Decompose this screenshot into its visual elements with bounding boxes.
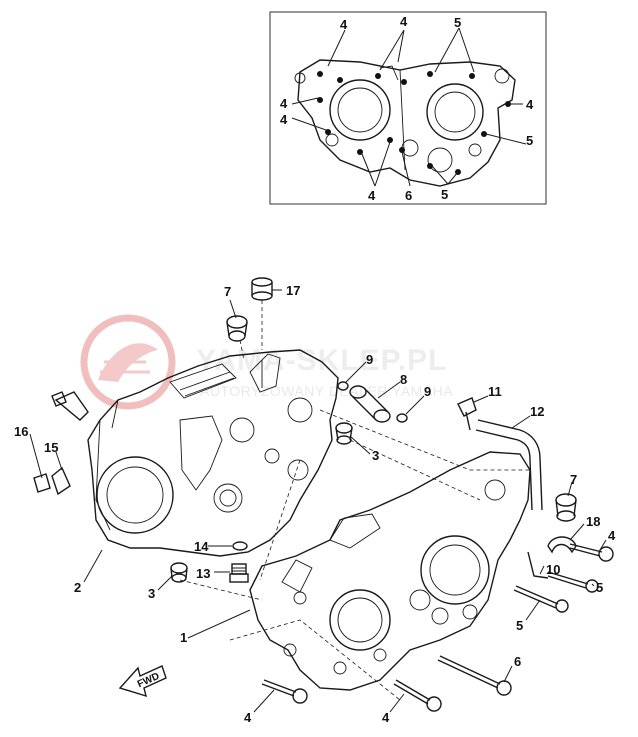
inset-callout: 6 bbox=[405, 188, 412, 203]
callout-3-right: 3 bbox=[372, 448, 379, 463]
callout-1: 1 bbox=[180, 630, 187, 645]
clamp-18 bbox=[547, 536, 577, 554]
callout-13: 13 bbox=[196, 566, 210, 581]
callout-11: 11 bbox=[488, 384, 502, 399]
callout-5a: 5 bbox=[596, 580, 603, 595]
inset-detail: 4 4 4 5 5 4 4 5 4 6 5 5 bbox=[269, 11, 547, 205]
callout-4-right: 4 bbox=[608, 528, 616, 543]
callout-7-top: 7 bbox=[224, 284, 231, 299]
bolt-5b bbox=[513, 585, 569, 613]
watermark: YAMA-SKLEP.PL AUTORYZOWANY DEALER YAMAHA bbox=[80, 314, 453, 410]
drain-plug-13 bbox=[229, 563, 249, 583]
callout-9a: 9 bbox=[366, 352, 373, 367]
oring-9b bbox=[396, 413, 408, 423]
callout-4-bottom-right: 4 bbox=[382, 710, 390, 725]
dowel-3b bbox=[170, 562, 188, 583]
bushing-7-top bbox=[226, 315, 248, 342]
crankcase-left-half bbox=[87, 349, 339, 557]
inset-callout: 4 bbox=[340, 17, 348, 32]
callout-10: 10 bbox=[546, 562, 560, 577]
callout-3-left: 3 bbox=[148, 586, 155, 601]
alignment-lines bbox=[179, 300, 530, 701]
inset-callout: 5 bbox=[441, 187, 448, 202]
callout-6: 6 bbox=[514, 654, 521, 669]
watermark-title: YAMA-SKLEP.PL bbox=[196, 344, 447, 377]
dowel-3a bbox=[335, 422, 353, 445]
callout-12: 12 bbox=[530, 404, 544, 419]
inset-callout: 4 bbox=[400, 14, 408, 29]
bolt-6 bbox=[437, 655, 512, 696]
callout-17: 17 bbox=[286, 283, 300, 298]
callout-14: 14 bbox=[194, 539, 209, 554]
bolt-4-bottom-right bbox=[393, 679, 442, 712]
pipe-8 bbox=[349, 385, 391, 423]
bracket-10 bbox=[527, 551, 549, 579]
inset-callout: 4 bbox=[280, 96, 288, 111]
bracket-15 bbox=[51, 391, 89, 496]
callout-9b: 9 bbox=[424, 384, 431, 399]
callout-7-right: 7 bbox=[570, 472, 577, 487]
forward-direction-marker: FWD bbox=[118, 665, 167, 698]
callout-5b: 5 bbox=[516, 618, 523, 633]
washer-14 bbox=[232, 541, 248, 551]
watermark-logo bbox=[80, 314, 176, 410]
crankcase-right-half bbox=[249, 451, 531, 691]
callout-16: 16 bbox=[14, 424, 28, 439]
inset-frame bbox=[269, 11, 547, 205]
cap-17 bbox=[251, 277, 273, 301]
inset-callout: 4 bbox=[526, 97, 534, 112]
callout-4-bottom-left: 4 bbox=[244, 710, 252, 725]
bolt-4-right bbox=[569, 543, 614, 562]
bolt-5a bbox=[547, 571, 599, 593]
bolt-4-bottom-left bbox=[261, 679, 308, 704]
leader-lines bbox=[29, 289, 607, 713]
bushing-7-right bbox=[555, 493, 577, 522]
bolt-16 bbox=[33, 391, 67, 493]
callout-8: 8 bbox=[400, 372, 407, 387]
inset-callout: 4 bbox=[368, 188, 376, 203]
inset-callout: 5 bbox=[454, 15, 461, 30]
callout-2: 2 bbox=[74, 580, 81, 595]
callout-18: 18 bbox=[586, 514, 600, 529]
small-parts bbox=[33, 277, 614, 712]
callouts: 7 17 9 8 9 11 12 3 16 15 2 14 3 13 7 18 … bbox=[14, 283, 616, 725]
hose-12 bbox=[475, 419, 543, 511]
inset-callout: 4 bbox=[280, 112, 288, 127]
watermark-subtitle: AUTORYZOWANY DEALER YAMAHA bbox=[200, 383, 453, 399]
callout-15: 15 bbox=[44, 440, 58, 455]
fitting-11 bbox=[457, 397, 477, 431]
inset-crankcase bbox=[294, 59, 516, 187]
oring-9a bbox=[337, 381, 349, 391]
inset-callout: 5 bbox=[526, 133, 533, 148]
